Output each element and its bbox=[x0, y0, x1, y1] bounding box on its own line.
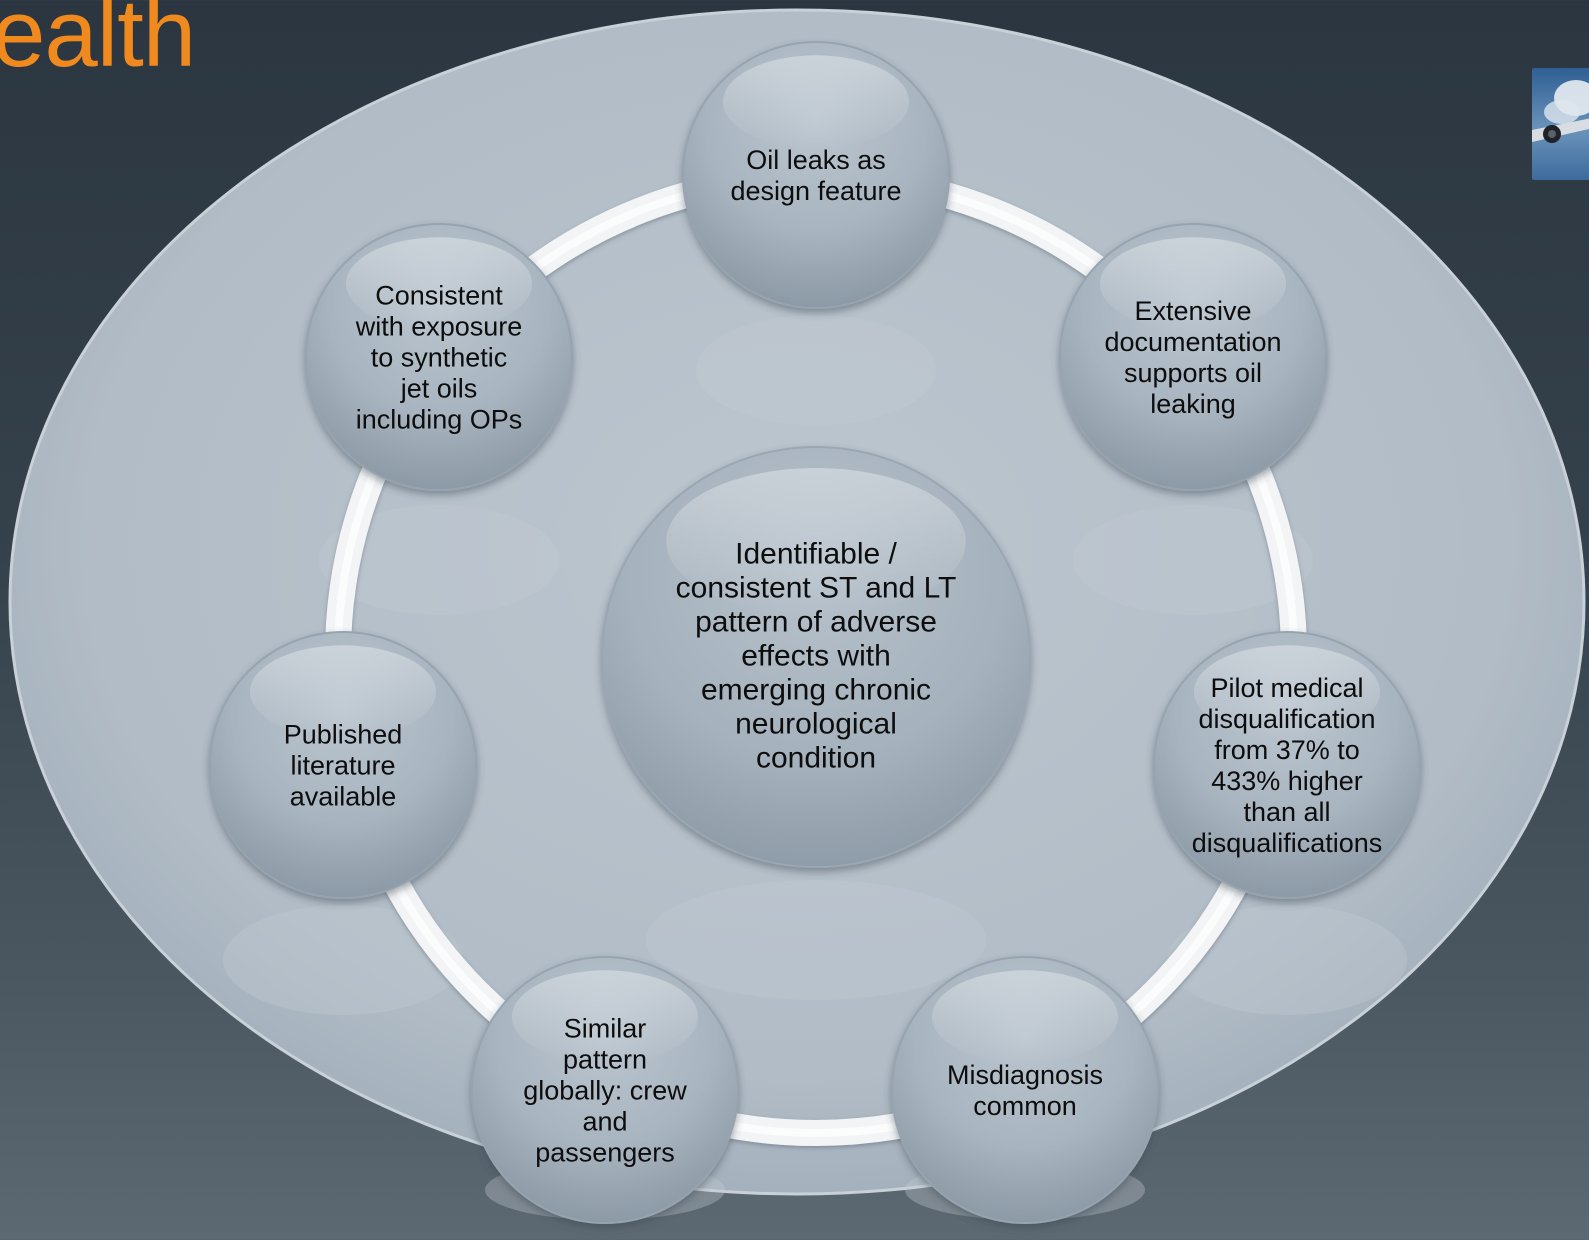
node-text-line: design feature bbox=[730, 176, 901, 206]
node-text-line: Misdiagnosis bbox=[947, 1060, 1103, 1090]
center-node-text-line: Identifiable / bbox=[735, 538, 897, 571]
node-text-line: globally: crew bbox=[523, 1075, 687, 1105]
node-reflection bbox=[319, 505, 559, 615]
node-reflection bbox=[1167, 905, 1407, 1015]
node-shine bbox=[511, 970, 699, 1064]
center-node-text-line: effects with bbox=[741, 640, 891, 673]
airplane-sky-photo-icon bbox=[1532, 68, 1589, 180]
node-text-line: Consistent bbox=[375, 280, 503, 310]
node-text-line: disqualifications bbox=[1192, 828, 1383, 858]
node-text-line: jet oils bbox=[400, 373, 478, 403]
node-shine bbox=[345, 237, 533, 331]
node-text-line: from 37% to bbox=[1214, 735, 1360, 765]
node-text-line: Similar bbox=[564, 1013, 647, 1043]
node-text-line: disqualification bbox=[1198, 704, 1375, 734]
center-node-shine bbox=[666, 468, 966, 615]
node-shine bbox=[1193, 645, 1381, 739]
node-text-line: Extensive bbox=[1134, 296, 1251, 326]
node-text-line: and bbox=[582, 1106, 627, 1136]
center-node-text-line: consistent ST and LT bbox=[676, 572, 957, 605]
node-text-line: pattern bbox=[563, 1044, 647, 1074]
center-node-text-line: pattern of adverse bbox=[695, 606, 937, 639]
node-shine bbox=[722, 55, 910, 149]
node-text-line: supports oil bbox=[1124, 358, 1262, 388]
node-text-line: to synthetic bbox=[371, 342, 508, 372]
node-text-line: including OPs bbox=[356, 404, 523, 434]
center-node-text-line: emerging chronic bbox=[701, 674, 931, 707]
node-shine bbox=[931, 970, 1119, 1064]
node-text-line: passengers bbox=[535, 1137, 675, 1167]
node-text-line: with exposure bbox=[355, 311, 523, 341]
node-text-line: literature bbox=[290, 750, 395, 780]
node-reflection bbox=[696, 315, 936, 425]
node-reflection bbox=[223, 905, 463, 1015]
center-node-text-line: neurological bbox=[735, 708, 897, 741]
node-text-line: Published bbox=[284, 719, 403, 749]
node-text-line: Pilot medical bbox=[1210, 673, 1363, 703]
node-reflection bbox=[646, 880, 986, 1000]
node-text-line: common bbox=[973, 1091, 1077, 1121]
node-shine bbox=[249, 645, 437, 739]
node-text-line: available bbox=[290, 781, 397, 811]
node-text-line: 433% higher bbox=[1211, 766, 1363, 796]
node-text-line: documentation bbox=[1104, 327, 1281, 357]
node-text-line: Oil leaks as bbox=[746, 145, 886, 175]
node-text-line: leaking bbox=[1150, 389, 1236, 419]
slide-title-fragment: ealth bbox=[0, 0, 196, 87]
node-reflection bbox=[1073, 505, 1313, 615]
node-text-line: than all bbox=[1243, 797, 1330, 827]
center-node-text-line: condition bbox=[756, 742, 876, 775]
node-shine bbox=[1099, 237, 1287, 331]
